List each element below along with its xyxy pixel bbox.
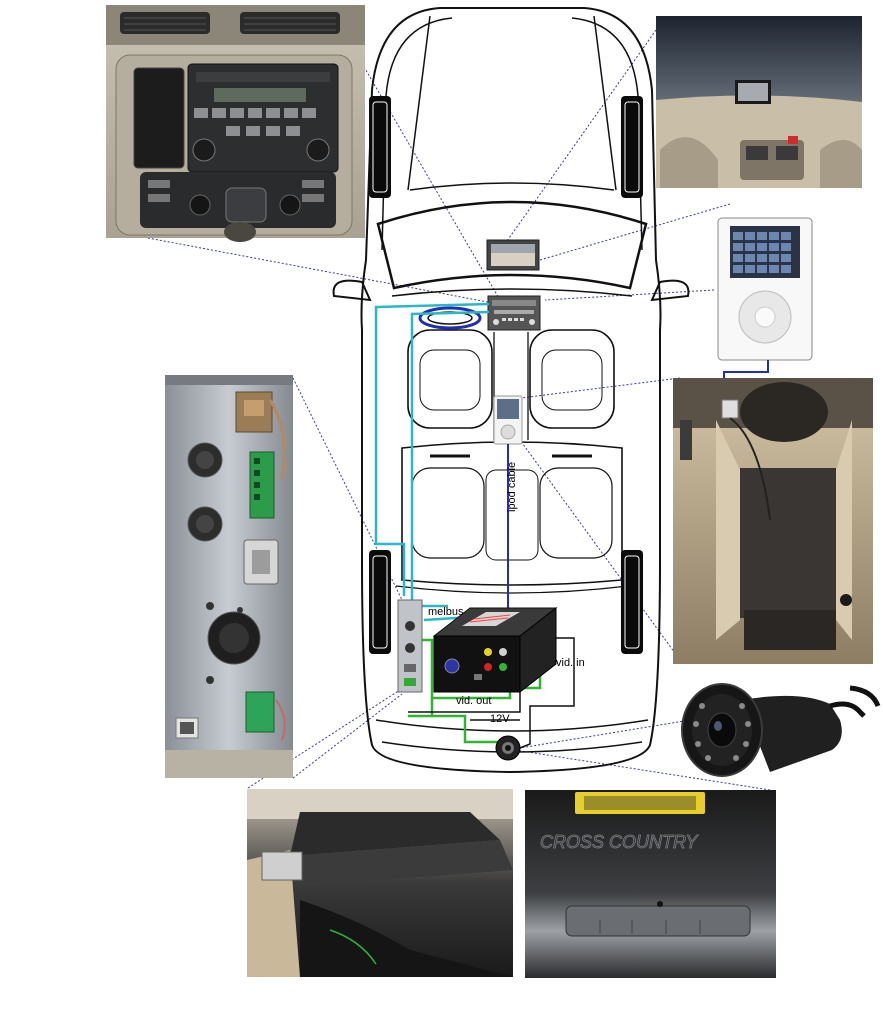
ipod-mini-icon <box>493 395 523 445</box>
photo-head-unit-rear <box>165 375 293 778</box>
tires <box>369 96 643 654</box>
label-vid-in: vid. in <box>556 657 585 669</box>
photo-trunk-interior <box>247 789 513 977</box>
interface-box-icon <box>432 606 558 694</box>
photo-dashboard-radio <box>106 5 365 242</box>
lcd-monitor-icon <box>486 239 540 271</box>
label-12v: 12V <box>490 713 510 725</box>
photo-center-console <box>673 378 873 664</box>
label-melbus: melbus <box>428 606 464 618</box>
ipod-device-icon <box>717 217 813 402</box>
photo-rear-bumper: CROSS COUNTRY <box>525 790 776 978</box>
rear-camera-device-icon <box>681 683 881 777</box>
steering-wheel-icon <box>418 306 482 330</box>
melbus-adapter-icon <box>397 599 423 693</box>
rear-camera-icon <box>495 735 521 761</box>
radio-head-unit-icon <box>487 295 541 331</box>
label-ipod-cable: ipod cable <box>506 462 518 512</box>
label-cross-country: CROSS COUNTRY <box>540 832 699 852</box>
label-vid-out: vid. out <box>456 695 491 707</box>
photo-dash-monitor <box>656 16 862 188</box>
